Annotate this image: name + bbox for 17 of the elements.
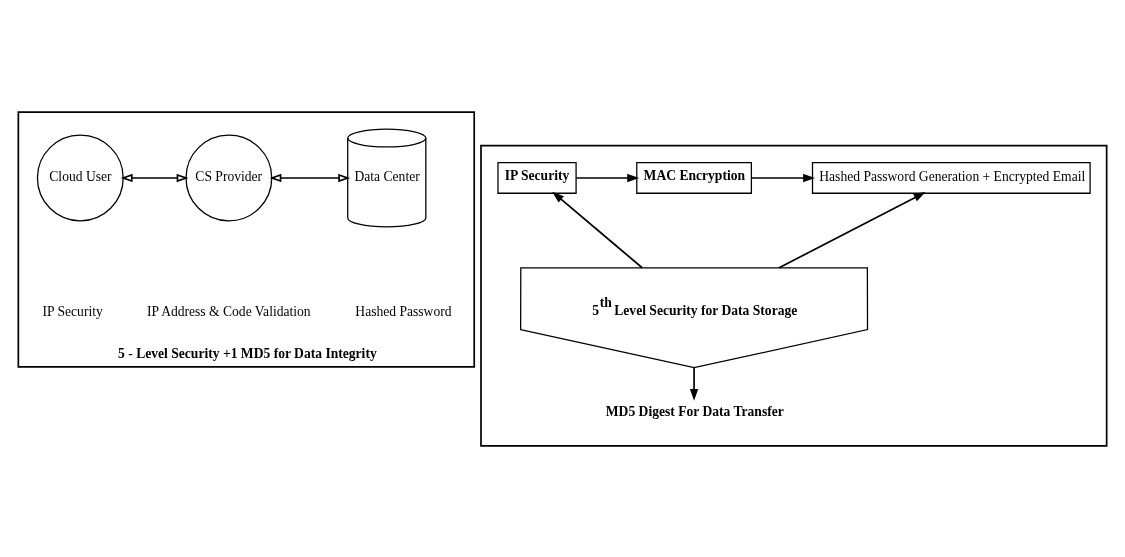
label: IP Security <box>42 303 103 319</box>
arrow <box>750 173 816 182</box>
arrow <box>689 366 699 401</box>
arrow <box>269 173 351 182</box>
cluster <box>480 144 1108 447</box>
node-circle: CS Provider <box>185 133 273 221</box>
node-box: MAC Encryption <box>636 161 752 194</box>
label: Hashed Password <box>355 303 452 319</box>
label: IP Address & Code Validation <box>146 303 311 319</box>
node-text: MD5 Digest For Data Transfer <box>605 403 784 419</box>
arrow <box>120 173 189 182</box>
node-box: IP Security <box>497 161 577 194</box>
node-box: Hashed Password Generation + Encrypted Email <box>811 161 1091 194</box>
arrow <box>778 191 926 269</box>
arrow <box>552 191 643 269</box>
node-circle: Cloud User <box>36 133 124 221</box>
arrow <box>575 173 640 182</box>
